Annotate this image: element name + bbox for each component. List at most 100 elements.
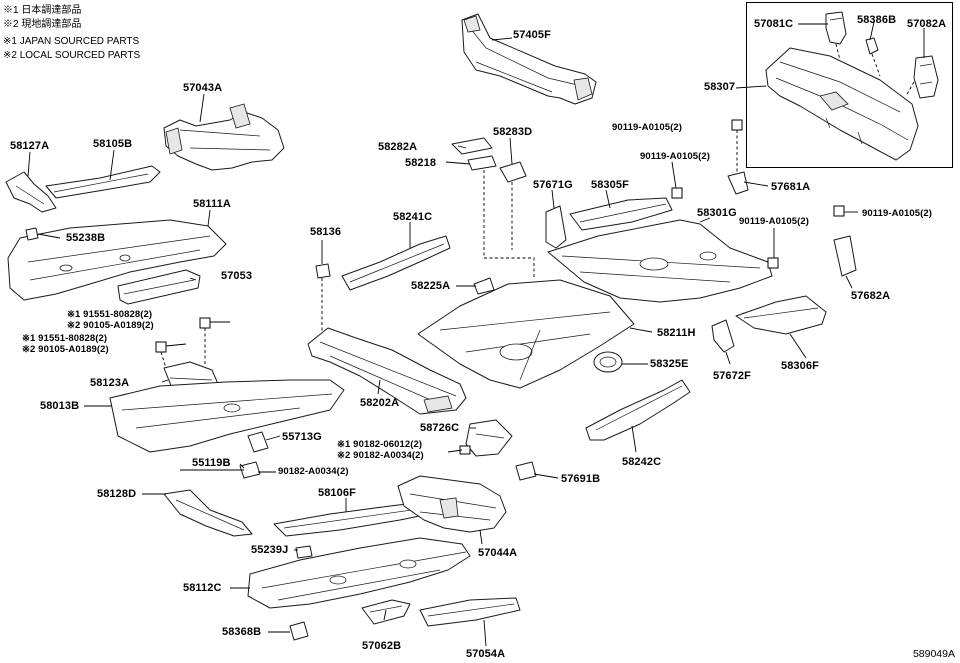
part-55239J[interactable] — [295, 545, 313, 559]
label-57043A[interactable]: 57043A — [183, 82, 223, 94]
part-58136[interactable] — [315, 263, 331, 279]
label-90182-c[interactable]: 90182-A0034(2) — [278, 466, 349, 477]
part-58241C[interactable] — [341, 235, 451, 291]
label-58112C[interactable]: 58112C — [183, 582, 222, 594]
part-57082A[interactable] — [913, 55, 939, 99]
part-58305F[interactable] — [569, 197, 673, 231]
label-58305F[interactable]: 58305F — [591, 179, 629, 191]
label-91551-a[interactable]: ※1 91551-80828(2) — [67, 309, 153, 320]
label-57054A[interactable]: 57054A — [466, 648, 506, 660]
label-58301G[interactable]: 58301G — [697, 207, 737, 219]
label-58013B[interactable]: 58013B — [40, 400, 80, 412]
label-58225A[interactable]: 58225A — [411, 280, 451, 292]
label-58368B[interactable]: 58368B — [222, 626, 262, 638]
label-58136[interactable]: 58136 — [310, 226, 342, 238]
part-58218[interactable] — [467, 155, 497, 171]
label-90119-a[interactable]: 90119-A0105(2) — [612, 122, 683, 133]
label-90105-a[interactable]: ※2 90105-A0189(2) — [67, 320, 154, 331]
part-58105B[interactable] — [45, 165, 161, 199]
part-58726C[interactable] — [465, 419, 513, 457]
part-58242C[interactable] — [585, 379, 691, 441]
part-57672F[interactable] — [711, 319, 735, 353]
guide-line — [483, 170, 535, 278]
label-58105B[interactable]: 58105B — [93, 138, 133, 150]
label-57053[interactable]: 57053 — [221, 270, 253, 282]
bolt-90119-a[interactable] — [731, 119, 743, 176]
label-90182-b[interactable]: ※2 90182-A0034(2) — [337, 450, 424, 461]
label-90119-b[interactable]: 90119-A0105(2) — [640, 151, 711, 162]
part-58368B[interactable] — [289, 621, 309, 641]
inset-box — [746, 2, 953, 168]
label-58242C[interactable]: 58242C — [622, 456, 662, 468]
label-58111A[interactable]: 58111A — [193, 198, 231, 210]
label-57691B[interactable]: 57691B — [561, 473, 601, 485]
label-58241C[interactable]: 58241C — [393, 211, 433, 223]
label-90119-c[interactable]: 90119-A0105(2) — [739, 216, 810, 227]
part-57053[interactable] — [117, 269, 201, 305]
label-57671G[interactable]: 57671G — [533, 179, 573, 191]
label-58218[interactable]: 58218 — [405, 157, 437, 169]
part-58013B[interactable] — [109, 379, 345, 453]
part-58202A[interactable] — [307, 327, 467, 415]
part-57691B[interactable] — [515, 461, 537, 481]
bolt-91551-b[interactable] — [155, 341, 167, 369]
part-58325E[interactable] — [593, 351, 623, 373]
label-57405F[interactable]: 57405F — [513, 29, 551, 41]
label-57081C[interactable]: 57081C — [754, 18, 794, 30]
label-58306F[interactable]: 58306F — [781, 360, 819, 372]
diagram-id: 589049A — [912, 648, 955, 660]
bolt-90119-d[interactable] — [833, 205, 845, 217]
part-57405F[interactable] — [461, 13, 597, 105]
label-90105-b[interactable]: ※2 90105-A0189(2) — [22, 344, 109, 355]
label-91551-b[interactable]: ※1 91551-80828(2) — [22, 333, 108, 344]
label-58282A[interactable]: 58282A — [378, 141, 418, 153]
label-55119B[interactable]: 55119B — [192, 457, 231, 469]
label-90119-d[interactable]: 90119-A0105(2) — [862, 208, 933, 219]
label-58202A[interactable]: 58202A — [360, 397, 400, 409]
label-90182-a[interactable]: ※1 90182-06012(2) — [337, 439, 423, 450]
label-57681A[interactable]: 57681A — [771, 181, 811, 193]
part-57043A[interactable] — [163, 103, 285, 171]
part-58301G[interactable] — [547, 219, 773, 303]
label-58325E[interactable]: 58325E — [650, 358, 689, 370]
bolt-91551-a[interactable] — [199, 317, 211, 364]
part-58306F[interactable] — [735, 295, 827, 335]
label-58128D[interactable]: 58128D — [97, 488, 137, 500]
label-58283D[interactable]: 58283D — [493, 126, 533, 138]
label-58106F[interactable]: 58106F — [318, 487, 356, 499]
label-58123A[interactable]: 58123A — [90, 377, 130, 389]
label-57062B[interactable]: 57062B — [362, 640, 402, 652]
label-58307[interactable]: 58307 — [704, 81, 736, 93]
part-57054A[interactable] — [419, 597, 521, 627]
part-58282A[interactable] — [451, 137, 493, 155]
part-57671G[interactable] — [545, 205, 567, 249]
label-58211H[interactable]: 58211H — [657, 327, 696, 339]
bolt-90119-c[interactable] — [767, 257, 779, 269]
part-58307[interactable] — [765, 47, 919, 161]
label-57044A[interactable]: 57044A — [478, 547, 518, 559]
part-58283D[interactable] — [499, 161, 527, 183]
label-58726C[interactable]: 58726C — [420, 422, 460, 434]
label-58386B[interactable]: 58386B — [857, 14, 897, 26]
label-55238B[interactable]: 55238B — [66, 232, 106, 244]
part-58211H[interactable] — [417, 279, 635, 389]
part-55119B[interactable] — [239, 461, 261, 479]
part-57681A[interactable] — [727, 171, 749, 195]
part-58127A[interactable] — [5, 171, 57, 213]
label-57682A[interactable]: 57682A — [851, 290, 891, 302]
part-57682A[interactable] — [833, 235, 857, 277]
part-58111A[interactable] — [7, 219, 227, 301]
part-55238B[interactable] — [25, 227, 39, 241]
part-57081C[interactable] — [825, 11, 847, 45]
part-58112C[interactable] — [247, 537, 471, 609]
label-55239J[interactable]: 55239J — [251, 544, 289, 556]
label-55713G[interactable]: 55713G — [282, 431, 322, 443]
label-57082A[interactable]: 57082A — [907, 18, 947, 30]
part-55713G[interactable] — [247, 431, 269, 453]
part-57044A[interactable] — [397, 475, 507, 533]
bolt-90119-b[interactable] — [671, 187, 683, 199]
label-57672F[interactable]: 57672F — [713, 370, 751, 382]
part-58128D[interactable] — [163, 489, 253, 537]
label-58127A[interactable]: 58127A — [10, 140, 50, 152]
part-58386B[interactable] — [865, 37, 879, 55]
